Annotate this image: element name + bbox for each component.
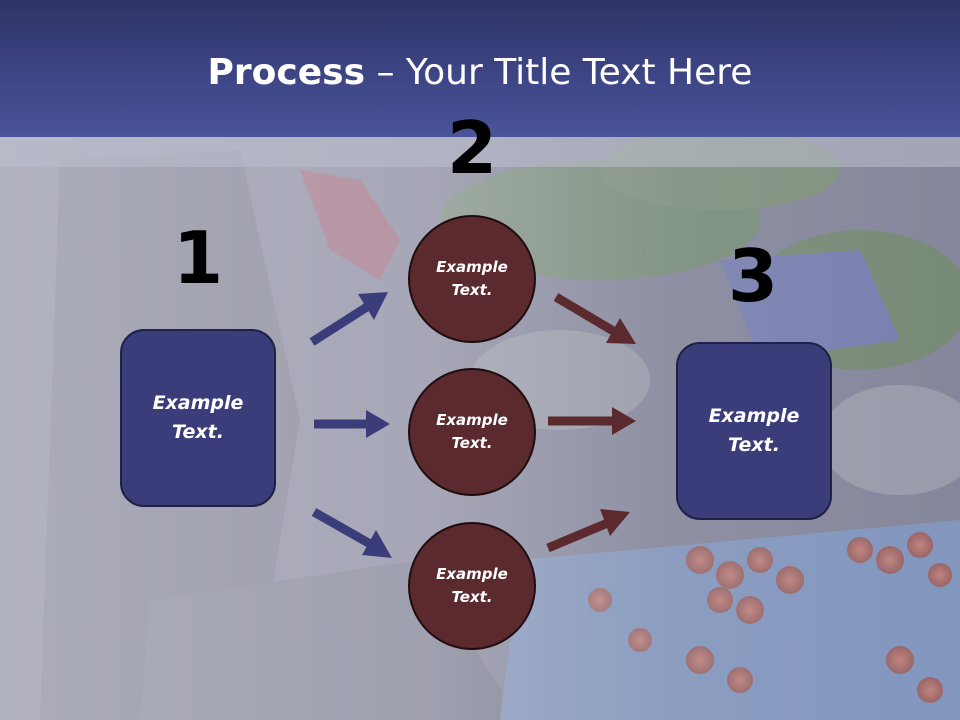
arrow-left-down bbox=[311, 508, 392, 558]
process-circle-bottom-label: Example Text. bbox=[436, 565, 508, 606]
process-circle-top-label: Example Text. bbox=[436, 258, 508, 299]
process-box-end-label: Example Text. bbox=[708, 405, 800, 456]
arrow-right-middle bbox=[548, 407, 636, 435]
arrow-right-down bbox=[553, 293, 636, 344]
process-circle-middle-label: Example Text. bbox=[436, 411, 508, 452]
step-number-3: 3 bbox=[727, 234, 779, 318]
arrow-left-up bbox=[309, 292, 388, 346]
arrow-right-up bbox=[546, 509, 630, 553]
process-circle-top: Example Text. bbox=[408, 215, 536, 343]
title-bar bbox=[0, 0, 960, 137]
process-box-start-label: Example Text. bbox=[152, 392, 244, 443]
title-rest: – Your Title Text Here bbox=[365, 52, 753, 93]
arrow-left-middle bbox=[314, 410, 390, 438]
title-band bbox=[0, 137, 960, 167]
title-bold: Process bbox=[207, 52, 366, 93]
step-number-1: 1 bbox=[172, 216, 224, 300]
process-box-start: Example Text. bbox=[120, 329, 276, 507]
slide-title: Process – Your Title Text Here bbox=[0, 52, 960, 93]
process-circle-middle: Example Text. bbox=[408, 368, 536, 496]
process-circle-bottom: Example Text. bbox=[408, 522, 536, 650]
step-number-2: 2 bbox=[446, 106, 498, 190]
process-box-end: Example Text. bbox=[676, 342, 832, 520]
